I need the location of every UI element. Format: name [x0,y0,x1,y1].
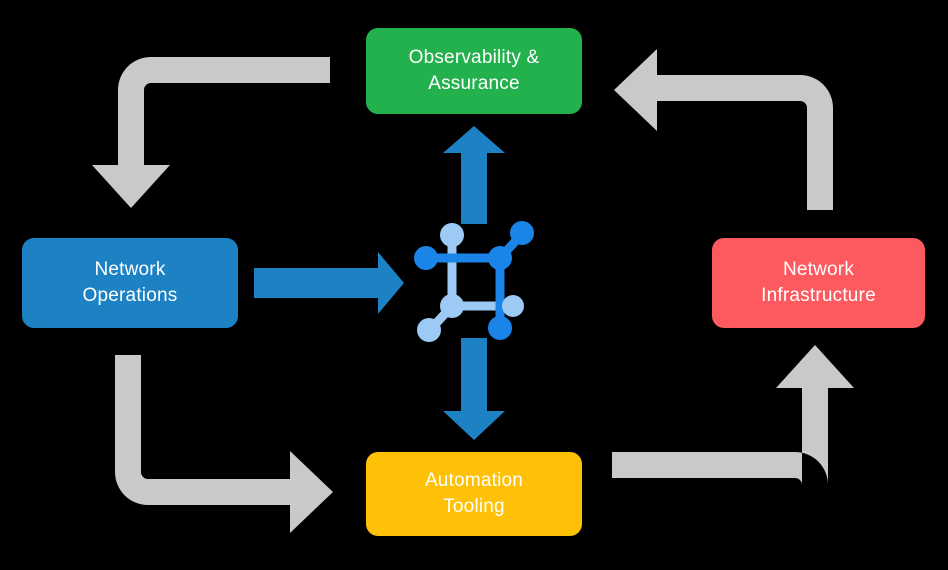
connector-center-to-automation [443,338,505,440]
node-observability-assurance[interactable]: Observability & Assurance [366,28,582,114]
connector-operations-to-automation [115,355,333,533]
node-network-operations[interactable]: Network Operations [22,238,238,328]
connector-infrastructure-to-observability [614,49,833,210]
connector-center-to-observability [443,126,505,224]
node-network-infrastructure[interactable]: Network Infrastructure [712,238,925,328]
icon-nodes-primary [414,221,534,340]
network-topology-icon-wrap [414,218,538,342]
node-automation-tooling[interactable]: Automation Tooling [366,452,582,536]
icon-nodes-secondary [417,223,524,342]
connector-observability-to-operations [92,57,330,208]
connector-operations-to-center [254,252,404,314]
network-topology-icon [414,221,534,342]
